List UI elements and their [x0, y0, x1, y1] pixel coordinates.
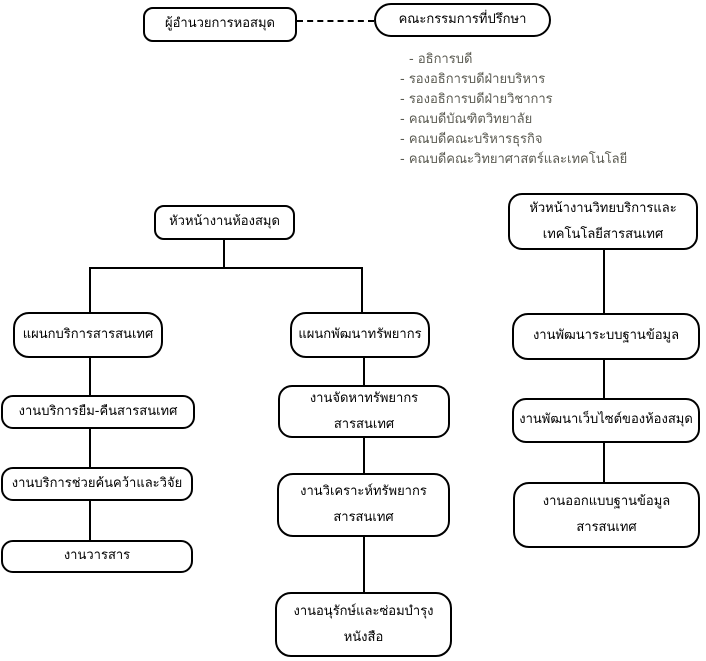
- node-label: งานบริการยืม-คืนสารสนเทศ: [18, 403, 178, 419]
- node-label-line1: งานจัดหาทรัพยากร: [309, 390, 419, 406]
- node-label-line2: หนังสือ: [343, 629, 384, 645]
- node-label: งานวารสาร: [63, 548, 131, 564]
- node-label-line2: สารสนเทศ: [333, 416, 395, 432]
- node-label: งานพัฒนาระบบฐานข้อมูล: [532, 328, 680, 344]
- advisory-member: - รองอธิการบดีฝ่ายบริหาร: [400, 72, 546, 87]
- connector-right-3: [603, 442, 605, 483]
- node-label: แผนกบริการสารสนเทศ: [22, 326, 154, 342]
- connector-dashed-director-advisory: [297, 20, 374, 22]
- advisory-member: - คณบดีบัณฑิตวิทยาลัย: [400, 112, 533, 127]
- node-resource-development-dept: แผนกพัฒนาทรัพยากร: [290, 312, 430, 358]
- connector-middle-3: [363, 536, 365, 593]
- node-it-services-head: หัวหน้างานวิทยบริการและ เทคโนโลยีสารสนเท…: [508, 193, 698, 250]
- node-book-preservation-repair: งานอนุรักษ์และซ่อมบำรุง หนังสือ: [275, 592, 452, 657]
- node-label-line1: หัวหน้างานวิทยบริการและ: [529, 200, 677, 216]
- node-loan-return-service: งานบริการยืม-คืนสารสนเทศ: [1, 395, 195, 429]
- node-label: หัวหน้างานห้องสมุด: [169, 214, 280, 230]
- advisory-member: - คณบดีคณะบริหารธุรกิจ: [400, 132, 543, 147]
- node-library-section-head: หัวหน้างานห้องสมุด: [154, 205, 295, 240]
- connector-right-2: [603, 359, 605, 399]
- connector-left-3: [89, 500, 91, 542]
- advisory-member: - คณบดีคณะวิทยาศาสตร์และเทคโนโลยี: [400, 152, 628, 167]
- advisory-member: - อธิการบดี: [409, 52, 473, 67]
- node-label-line1: งานออกแบบฐานข้อมูล: [542, 494, 671, 509]
- connector-libhead-down: [223, 240, 225, 268]
- node-database-system-development: งานพัฒนาระบบฐานข้อมูล: [512, 313, 700, 360]
- connector-branch-middle: [361, 267, 363, 313]
- node-label: แผนกพัฒนาทรัพยากร: [298, 326, 422, 342]
- node-advisory-committee: คณะกรรมการที่ปรึกษา: [374, 3, 551, 37]
- node-resource-acquisition: งานจัดหาทรัพยากร สารสนเทศ: [278, 385, 450, 438]
- node-label-line2: สารสนเทศ: [333, 510, 394, 525]
- node-label-line1: งานอนุรักษ์และซ่อมบำรุง: [293, 603, 434, 619]
- connector-middle-2: [363, 437, 365, 474]
- advisory-members-list: - อธิการบดี - รองอธิการบดีฝ่ายบริหาร - ร…: [400, 50, 627, 170]
- node-research-assistance-service: งานบริการช่วยค้นคว้าและวิจัย: [1, 467, 193, 501]
- node-label: คณะกรรมการที่ปรึกษา: [398, 11, 527, 27]
- node-label-line1: งานวิเคราะห์ทรัพยากร: [300, 484, 427, 499]
- connector-middle-1: [363, 357, 365, 386]
- node-journal-work: งานวารสาร: [1, 540, 193, 573]
- advisory-member: - รองอธิการบดีฝ่ายวิชาการ: [400, 92, 553, 107]
- node-resource-analysis: งานวิเคราะห์ทรัพยากร สารสนเทศ: [277, 473, 450, 537]
- node-library-website-development: งานพัฒนาเว็บไซต์ของห้องสมุด: [512, 398, 700, 443]
- connector-branch-left: [89, 267, 91, 313]
- node-information-service-dept: แผนกบริการสารสนเทศ: [13, 312, 163, 358]
- node-information-database-design: งานออกแบบฐานข้อมูล สารสนเทศ: [513, 482, 700, 548]
- node-label: ผู้อำนวยการหอสมุด: [164, 16, 275, 32]
- node-label-line2: เทคโนโลยีสารสนเทศ: [542, 226, 664, 242]
- connector-branch-horizontal: [89, 267, 363, 269]
- node-label: งานพัฒนาเว็บไซต์ของห้องสมุด: [519, 412, 693, 428]
- connector-left-1: [89, 357, 91, 397]
- connector-left-2: [89, 428, 91, 468]
- connector-right-1: [603, 249, 605, 314]
- node-label: งานบริการช่วยค้นคว้าและวิจัย: [11, 475, 183, 491]
- node-label-line2: สารสนเทศ: [576, 520, 637, 535]
- node-library-director: ผู้อำนวยการหอสมุด: [143, 7, 297, 42]
